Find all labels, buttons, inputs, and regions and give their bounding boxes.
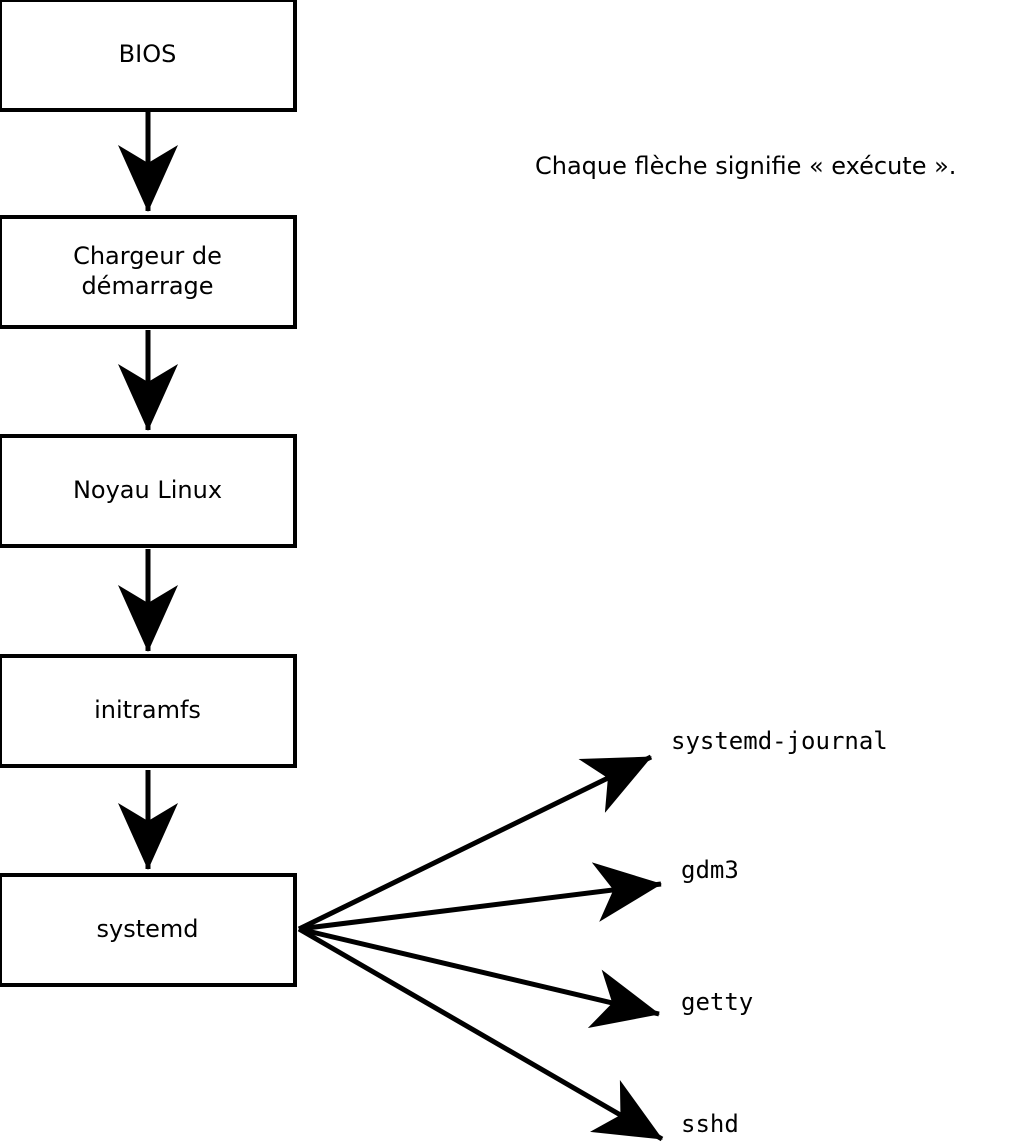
service-label-sshd: sshd [681,1110,739,1138]
node-bootloader[interactable]: Chargeur de démarrage [0,215,297,329]
node-bios-label: BIOS [118,40,177,69]
node-initramfs[interactable]: initramfs [0,654,297,768]
node-kernel[interactable]: Noyau Linux [0,434,297,548]
node-bootloader-label: Chargeur de démarrage [73,242,222,300]
service-label-systemd-journal: systemd-journal [671,727,888,755]
node-bios[interactable]: BIOS [0,0,297,112]
arrow-meaning-annotation: Chaque flèche signifie « exécute ». [535,152,957,180]
edge-systemd-to-sshd [297,926,664,1142]
edge-systemd-to-getty [298,926,660,1029]
node-systemd-label: systemd [96,915,199,944]
node-systemd[interactable]: systemd [0,873,297,987]
service-label-getty: getty [681,988,754,1016]
edge-systemd-to-systemd-journal [297,754,653,932]
node-kernel-label: Noyau Linux [72,476,223,505]
node-initramfs-label: initramfs [94,696,201,725]
edge-systemd-to-gdm3 [298,862,662,932]
service-label-gdm3: gdm3 [681,856,739,884]
